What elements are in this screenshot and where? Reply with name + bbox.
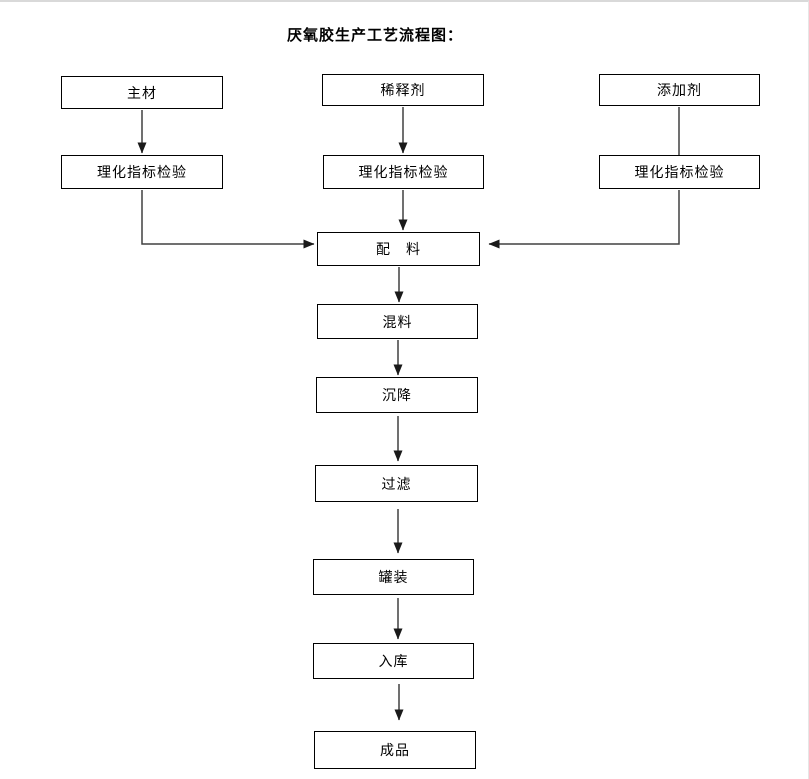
node-settling-label: 沉降 — [382, 387, 412, 403]
node-check-1: 理化指标检验 — [61, 155, 223, 189]
node-warehousing-label: 入库 — [378, 653, 409, 669]
node-canning-label: 罐装 — [378, 569, 409, 585]
node-input-2-label: 稀释剂 — [380, 82, 426, 98]
node-batching: 配 料 — [317, 232, 480, 266]
node-check-3-label: 理化指标检验 — [634, 164, 725, 180]
node-finished-product: 成品 — [314, 731, 476, 769]
node-input-3-label: 添加剂 — [657, 82, 702, 98]
node-filtering-label: 过滤 — [381, 475, 412, 492]
node-input-1-label: 主材 — [127, 84, 157, 101]
node-canning: 罐装 — [313, 559, 474, 595]
node-mixing: 混料 — [317, 304, 478, 339]
page-title: 厌氧胶生产工艺流程图： — [287, 27, 464, 44]
node-check-3: 理化指标检验 — [599, 155, 760, 189]
arrow-check3-to-batching — [488, 190, 680, 249]
node-check-2-label: 理化指标检验 — [358, 164, 449, 180]
node-batching-label: 配 料 — [376, 241, 421, 257]
node-input-3: 添加剂 — [599, 74, 760, 106]
node-check-1-label: 理化指标检验 — [97, 164, 187, 180]
node-filtering: 过滤 — [315, 465, 478, 502]
node-finished-product-label: 成品 — [380, 742, 410, 758]
node-input-1: 主材 — [61, 76, 223, 109]
node-input-2: 稀释剂 — [322, 74, 484, 106]
node-mixing-label: 混料 — [382, 313, 413, 330]
node-settling: 沉降 — [316, 377, 478, 413]
node-check-2: 理化指标检验 — [323, 155, 484, 189]
arrow-check1-to-batching — [141, 190, 315, 249]
node-warehousing: 入库 — [313, 643, 474, 679]
